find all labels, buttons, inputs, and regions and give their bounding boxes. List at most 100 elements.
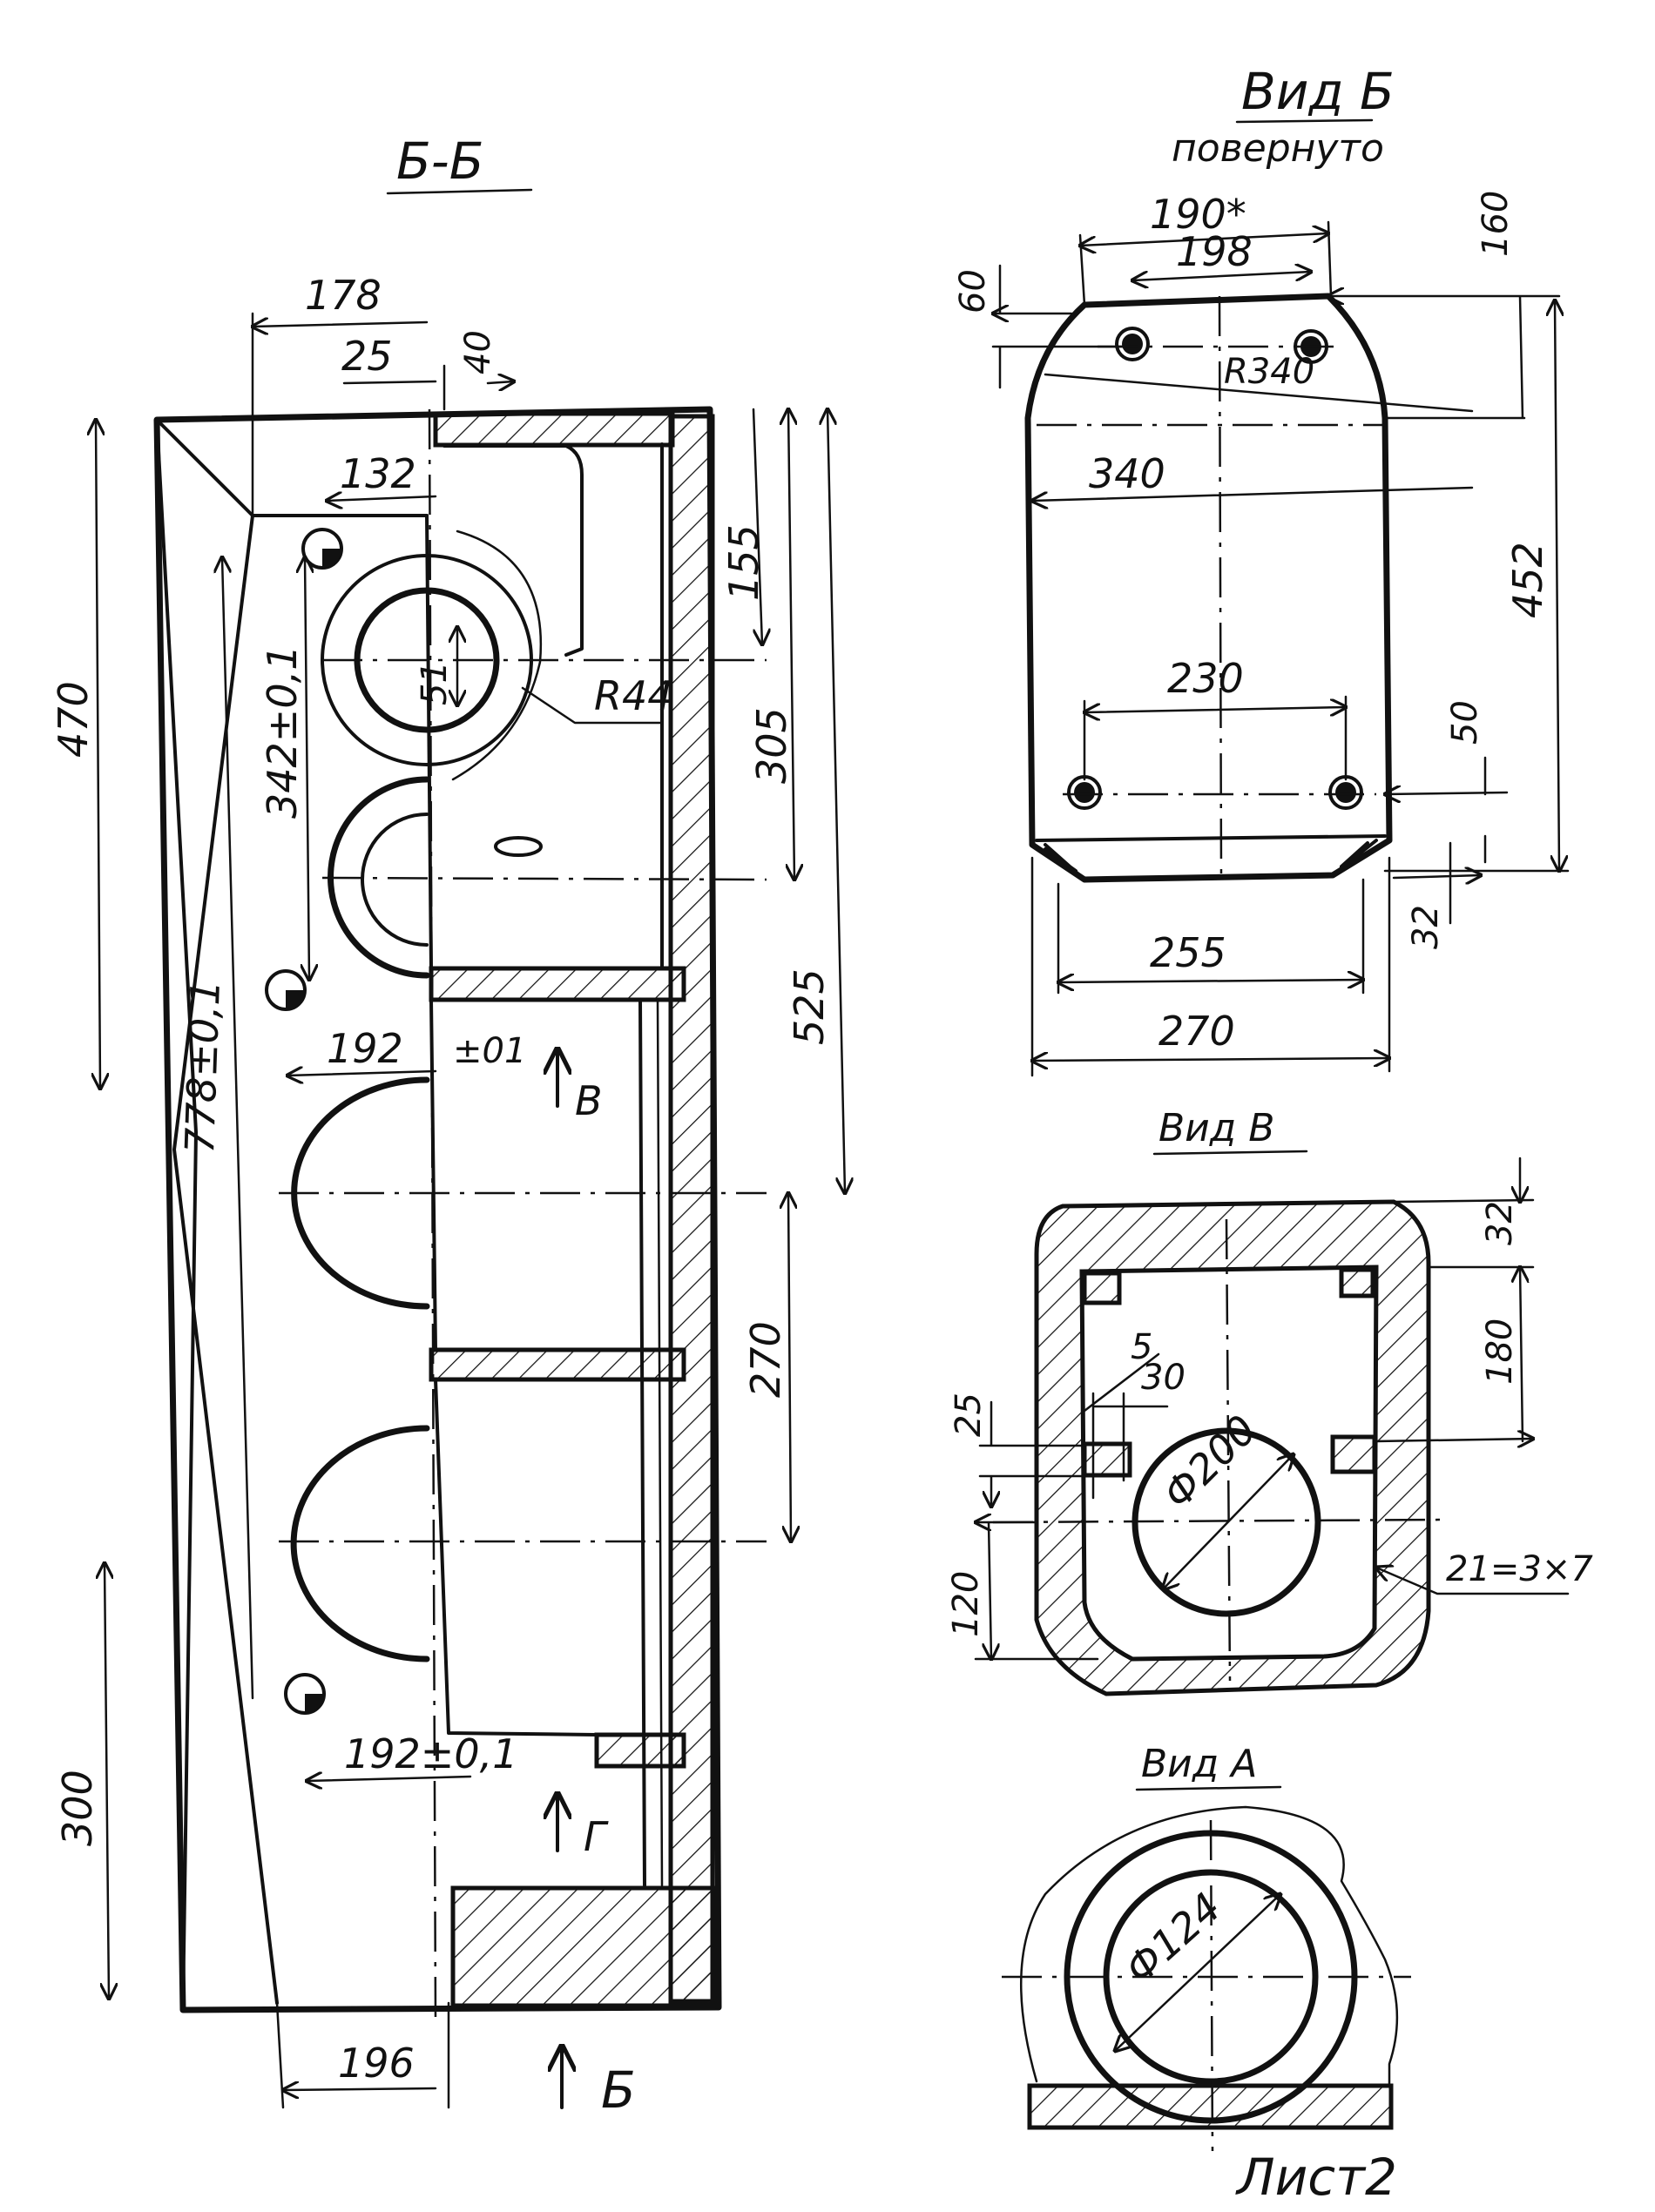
view-v-block-tl	[1082, 1271, 1122, 1305]
view-b-ext-255	[1057, 878, 1365, 995]
view-a-title: Вид А	[1141, 1742, 1257, 1786]
section-bb-title: Б-Б	[396, 132, 484, 191]
view-a-dim-d124	[1115, 1894, 1280, 2051]
dim-line-270	[788, 1193, 791, 1541]
view-b-dim-50-text: 50	[1445, 700, 1485, 745]
axis-port	[321, 876, 767, 881]
label-v: В	[575, 1077, 603, 1124]
small-slot	[494, 836, 543, 857]
dim-270: 270	[742, 1321, 789, 1398]
view-b-dim-32	[1392, 841, 1481, 925]
view-v-dim-120	[976, 1522, 1099, 1659]
dim-132: 132	[340, 450, 416, 497]
dim-305: 305	[748, 707, 795, 784]
dim-155: 155	[720, 524, 767, 601]
view-b-dim-198	[1132, 272, 1311, 280]
dim-ext-bottom	[275, 2001, 450, 2109]
dim-25: 25	[341, 333, 393, 380]
view-b-dim-190-text: 190*	[1150, 191, 1246, 238]
view-v-dim-120-text: 120	[946, 1571, 986, 1637]
driver-semicircle-3	[290, 1425, 430, 1662]
view-b-ext-270	[1030, 856, 1391, 1077]
view-v-dim-30-text: 30	[1141, 1358, 1186, 1398]
dim-line-778	[222, 557, 254, 1700]
section-bb: Б-Б	[50, 132, 845, 2120]
view-b-dim-160-text: 160	[1476, 191, 1516, 257]
view-v-dim-d200	[1163, 1454, 1294, 1589]
view-b-bottom-line	[1035, 834, 1387, 842]
chamber-inner-wall-3	[656, 998, 664, 1887]
mounting-hole-1	[301, 528, 343, 570]
mounting-hole-3	[284, 1673, 326, 1715]
dim-525: 525	[786, 968, 833, 1045]
dim-r44: R44	[594, 672, 673, 719]
dim-line-192	[287, 1071, 437, 1076]
shelf-1	[429, 966, 686, 1002]
view-b-ext-230	[1083, 695, 1348, 781]
view-b-dim-190	[1080, 233, 1328, 246]
view-b-dim-452	[1555, 300, 1559, 871]
view-v-dim-25-text: 25	[949, 1393, 989, 1437]
dim-line-25	[342, 380, 437, 385]
dim-line-192b	[307, 1777, 472, 1781]
view-v-dim-5-text: 5	[1131, 1327, 1152, 1367]
axis-vertical	[428, 408, 437, 2021]
view-b-dim-50	[1385, 756, 1509, 864]
view-a: Вид А Ф124	[1002, 1742, 1411, 2152]
view-v-outer	[1034, 1199, 1431, 1696]
view-v-block-bl	[1082, 1441, 1132, 1478]
view-b-chamfer-right	[1331, 839, 1378, 877]
dim-tol01: ±01	[453, 1031, 526, 1071]
tweeter-chamber	[442, 444, 584, 657]
dim-300: 300	[54, 1770, 101, 1846]
chamber-inner-wall-2	[638, 998, 646, 1887]
view-v-title: Вид В	[1158, 1106, 1274, 1150]
view-a-title-underline	[1135, 1785, 1282, 1791]
mounting-hole-2	[265, 969, 307, 1011]
dim-line-342	[305, 557, 309, 980]
dim-51: 51	[415, 661, 455, 705]
dim-40: 40	[458, 330, 498, 374]
dim-line-305	[788, 409, 794, 880]
view-b-hole-3	[1067, 775, 1102, 810]
front-baffle-edge	[155, 418, 198, 2012]
view-v-block-tr	[1339, 1267, 1375, 1298]
view-v-dim-32-text: 32	[1480, 1201, 1520, 1245]
top-wall-hatch	[433, 411, 675, 448]
sheet-label: Лист2	[1235, 2148, 1397, 2207]
label-b: Б	[601, 2060, 636, 2120]
view-b-dim-340	[1032, 486, 1474, 501]
dim-line-470	[96, 420, 100, 1089]
dim-line-132	[327, 496, 437, 501]
view-b-dim-230-text: 230	[1167, 655, 1244, 702]
view-b-title: Вид Б	[1241, 62, 1395, 121]
view-b-dim-230	[1084, 707, 1346, 712]
view-b-title-underline	[1235, 118, 1374, 124]
view-v-dim-25	[980, 1400, 1086, 1507]
view-v-axis-v	[1225, 1218, 1232, 1682]
view-v-dim-21-text: 21=3×7	[1446, 1549, 1593, 1589]
view-b-dim-198-text: 198	[1176, 228, 1253, 275]
view-b-hole-4	[1328, 775, 1363, 810]
view-b-subtitle: повернуто	[1172, 126, 1384, 171]
shelf-2	[429, 1347, 686, 1382]
dim-line-r44	[521, 686, 664, 725]
view-v-title-underline	[1152, 1150, 1308, 1156]
view-b-dim-270	[1032, 1058, 1389, 1061]
label-g: Г	[584, 1813, 609, 1860]
view-b-dim-255-text: 255	[1150, 929, 1226, 976]
dim-line-178	[253, 322, 429, 327]
shelf-3	[594, 1732, 686, 1769]
view-v-dim-180-text: 180	[1480, 1318, 1520, 1385]
view-b-dim-60-text: 60	[953, 269, 993, 314]
dim-778: 778±0,1	[176, 979, 229, 1154]
view-b-dim-255	[1058, 980, 1363, 982]
section-bb-title-underline	[386, 188, 533, 195]
view-a-base-hatch	[1027, 2083, 1394, 2130]
view-b-dim-r340-text: R340	[1224, 352, 1314, 392]
view-b-dim-r340	[1044, 373, 1474, 413]
view-b-hole-1	[1115, 327, 1150, 361]
view-b-dim-32-text: 32	[1406, 905, 1446, 949]
port-semicircle-1-inner	[361, 813, 429, 947]
view-b-dim-160	[1328, 296, 1561, 420]
